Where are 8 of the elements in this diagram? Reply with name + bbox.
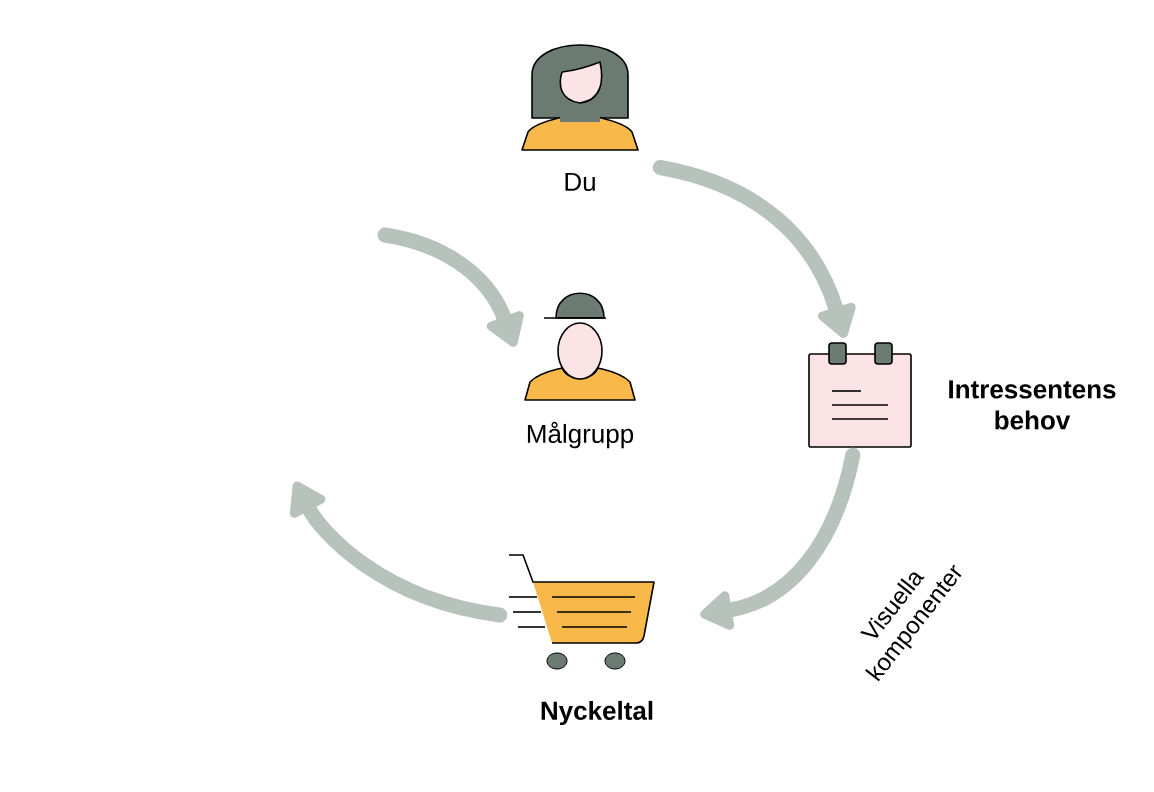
arrow — [652, 160, 856, 338]
node-label: Nyckeltal — [541, 700, 653, 726]
node-label: Intressentens behov — [949, 380, 1116, 430]
arrow — [289, 481, 508, 623]
node-label: Du — [565, 172, 595, 192]
node-label: Målgrupp — [527, 421, 634, 449]
arrow — [377, 227, 524, 347]
arrow — [700, 447, 861, 630]
